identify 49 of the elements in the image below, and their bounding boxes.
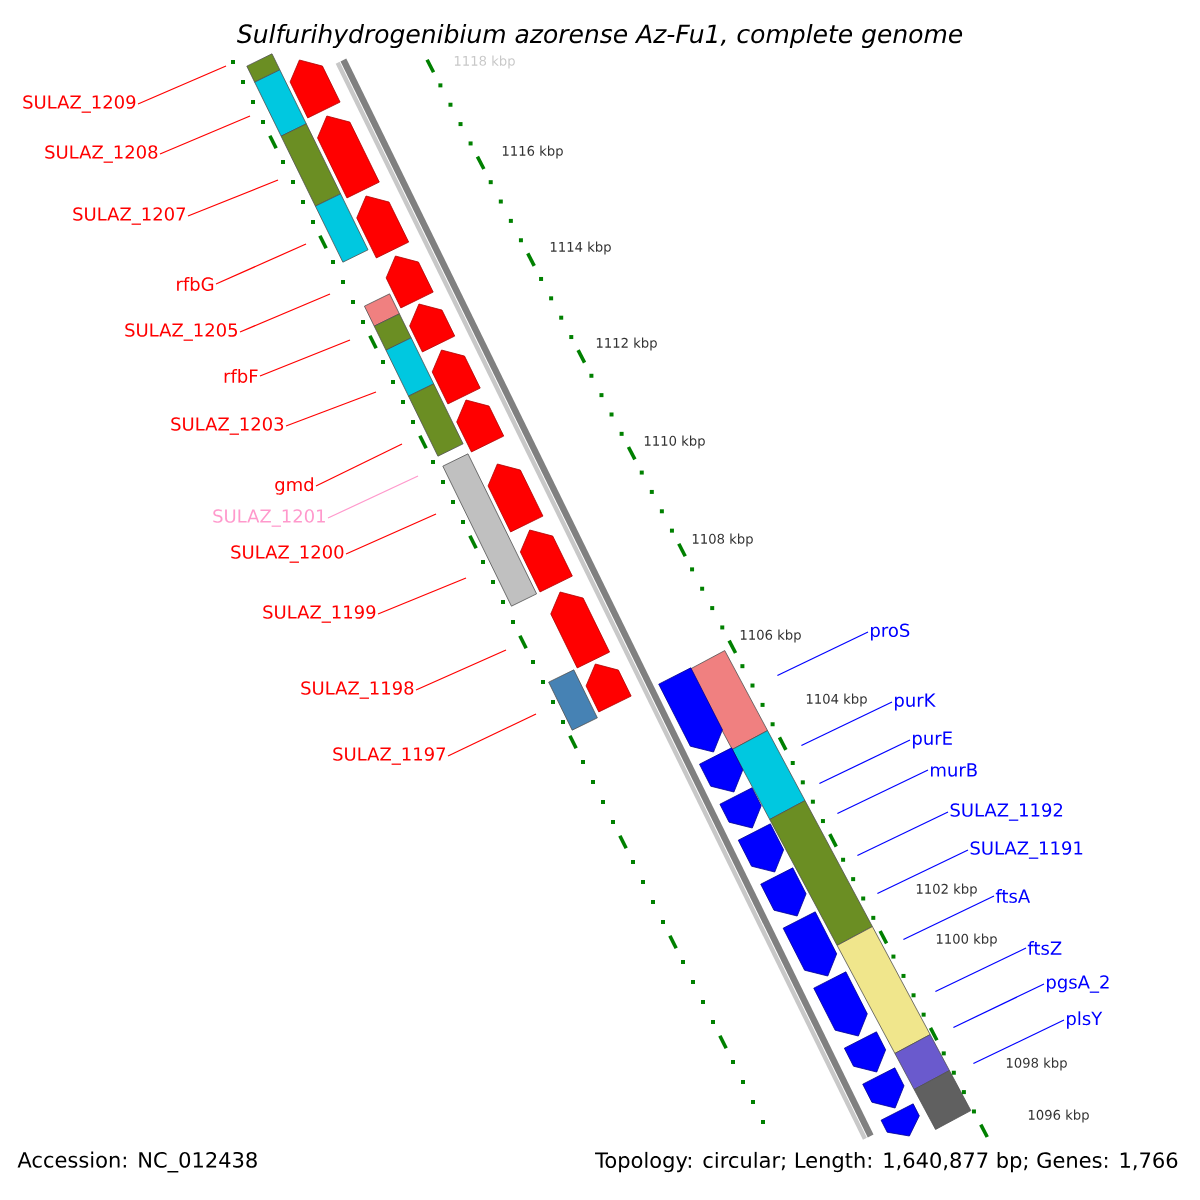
gene-label: ftsA: [995, 889, 1031, 903]
accession-label: Accession: NC_012438: [17, 1151, 257, 1173]
gene-label: pgsA_2: [1047, 975, 1109, 993]
gene-label: SULAZ_1209: [23, 95, 136, 113]
gene-label: rfbF: [224, 369, 258, 383]
leader-line: [259, 339, 351, 377]
leader-line: [137, 65, 227, 105]
leader-line: [776, 631, 869, 677]
gene-label: SULAZ_1203: [171, 417, 284, 435]
title: Sulfurihydrogenibium azorense Az-Fu1, complete genome: [237, 23, 963, 49]
gene-label: rfbG: [177, 277, 214, 291]
leader-line: [415, 649, 507, 691]
leader-line: [934, 947, 1027, 993]
gene-label: proS: [871, 623, 910, 641]
leader-line: [902, 895, 995, 941]
gene-label: SULAZ_1192: [950, 803, 1063, 821]
leader-line: [447, 713, 537, 757]
gene-label: SULAZ_1207: [73, 207, 186, 225]
leader-line: [800, 701, 893, 747]
leader-line: [377, 577, 467, 615]
gene-label: murB: [931, 763, 977, 777]
leader-line: [285, 391, 377, 427]
topology-label: Topology: circular; Length: 1,640,877 bp; Genes: 1,766: [595, 1151, 1178, 1173]
leader-line: [345, 513, 437, 555]
gene-label: SULAZ_1197: [333, 747, 446, 765]
leader-line: [327, 475, 419, 519]
gene-label: SULAZ_1198: [301, 681, 414, 699]
gene-label: SULAZ_1208: [45, 145, 158, 163]
leader-line: [836, 769, 929, 815]
gene-label: SULAZ_1200: [231, 545, 344, 563]
gene-label: SULAZ_1205: [125, 323, 237, 341]
gene-label: purE: [913, 731, 952, 749]
leader-line: [818, 739, 911, 785]
leader-line: [187, 179, 279, 217]
gene-label: SULAZ_1199: [263, 605, 376, 623]
leader-line: [159, 115, 251, 155]
leader-line: [856, 811, 949, 857]
gene-label: gmd: [275, 477, 313, 495]
gene-label: plsY: [1067, 1011, 1103, 1029]
leader-line: [876, 849, 969, 895]
leader-line: [315, 443, 403, 487]
gene-label: SULAZ_1191: [970, 841, 1083, 859]
gene-label: purK: [895, 693, 936, 711]
gene-label: ftsZ: [1027, 941, 1062, 955]
leader-line: [952, 983, 1045, 1029]
leader-line: [972, 1019, 1065, 1065]
gene-label: SULAZ_1201: [213, 509, 325, 527]
leader-line: [239, 293, 331, 333]
leader-line: [215, 243, 307, 285]
